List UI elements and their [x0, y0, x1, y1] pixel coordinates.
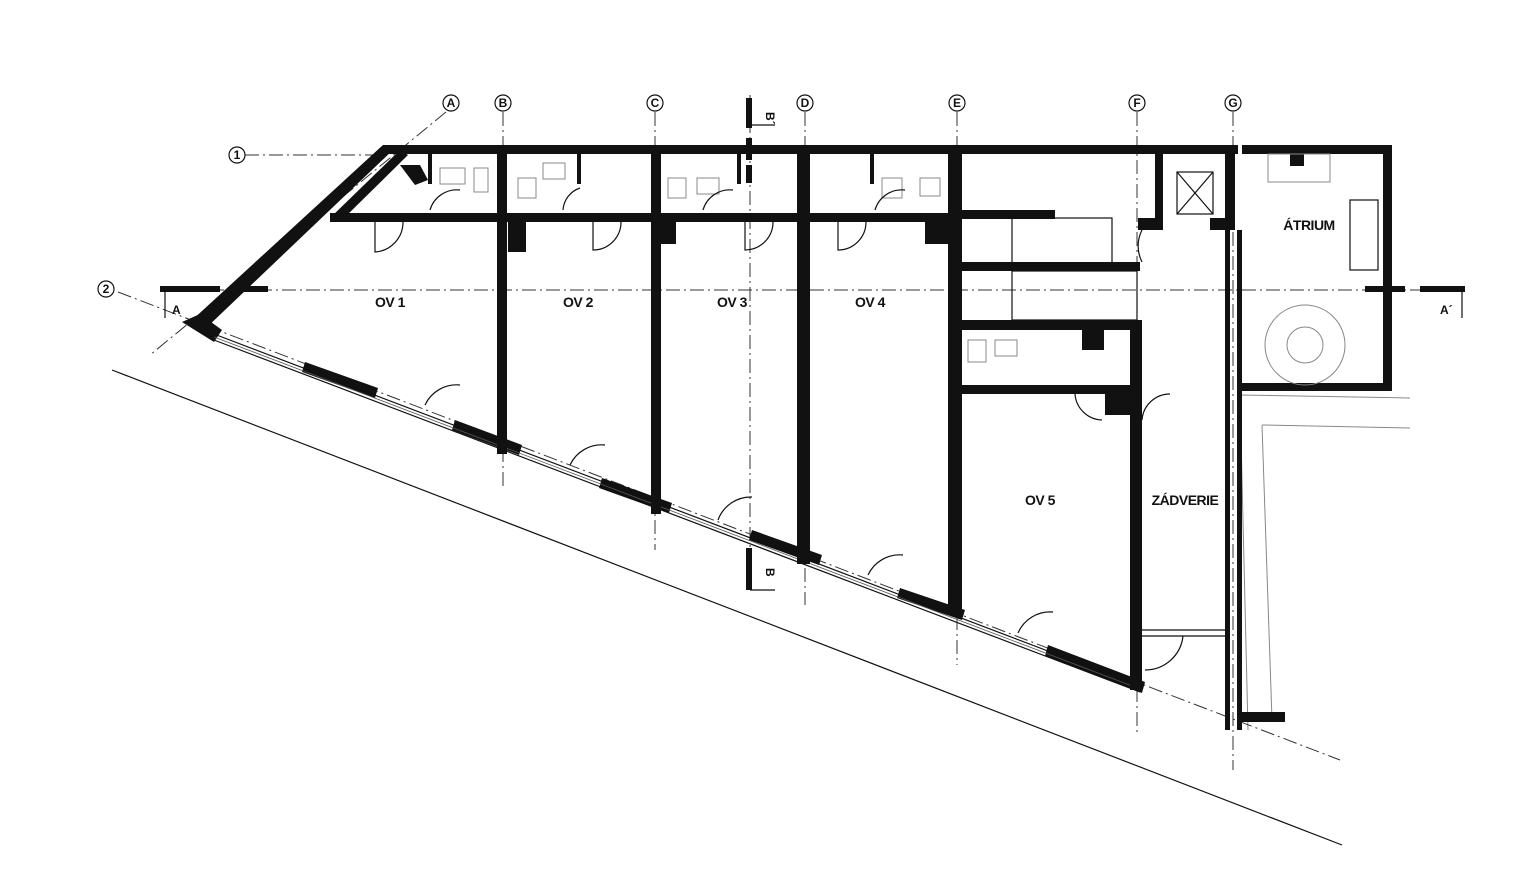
grid-label-a: A: [447, 96, 456, 110]
section-label-a-left: A: [172, 303, 181, 317]
grid-label-e: E: [953, 96, 961, 110]
grid-label-d: D: [801, 96, 810, 110]
section-label-a-right: A´: [1440, 303, 1453, 317]
grid-label-b: B: [499, 96, 508, 110]
section-labels: A A´ B´ B: [172, 112, 1453, 577]
room-label-ov3: OV 3: [717, 294, 748, 310]
grid-axes: [117, 95, 1465, 770]
room-label-ov4: OV 4: [855, 294, 886, 310]
lift-shaft: [1176, 171, 1214, 215]
room-label-ov5: OV 5: [1025, 492, 1056, 508]
grid-label-2: 2: [103, 282, 110, 296]
room-label-atrium: ÁTRIUM: [1283, 217, 1334, 233]
staircase: [1011, 217, 1138, 321]
room-label-ov1: OV 1: [375, 294, 406, 310]
section-label-b-top: B´: [763, 112, 777, 125]
section-markers: [160, 98, 1465, 591]
atrium-features: [1264, 153, 1379, 386]
grid-label-g: G: [1228, 96, 1237, 110]
grid-label-c: C: [651, 96, 660, 110]
room-label-ov2: OV 2: [563, 294, 594, 310]
grid-bubbles: A B C D E F G 1 2: [97, 94, 1242, 298]
toilet-fixtures: [439, 162, 1018, 363]
section-label-b-bottom: B: [763, 568, 777, 577]
door-swings: [374, 187, 1184, 671]
grid-label-1: 1: [234, 148, 241, 162]
grid-label-f: F: [1133, 96, 1140, 110]
site-lines: [111, 369, 1411, 846]
room-labels: OV 1 OV 2 OV 3 OV 4 OV 5 ÁTRIUM ZÁDVERIE: [375, 217, 1335, 508]
room-label-zadverie: ZÁDVERIE: [1152, 492, 1219, 508]
exterior-walls: [182, 145, 1238, 693]
interior-walls: [330, 145, 1392, 730]
